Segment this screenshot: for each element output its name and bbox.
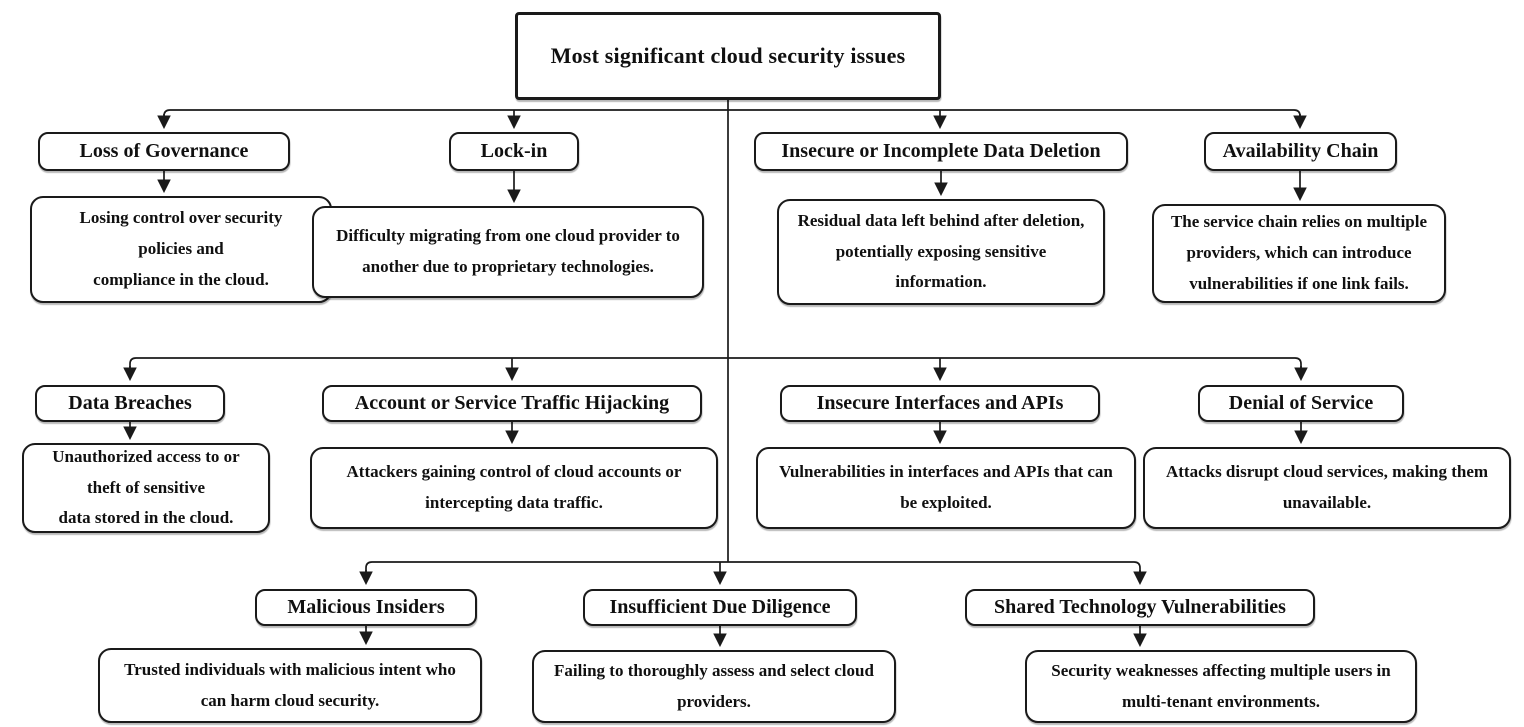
node-lock-in: Lock-in — [449, 132, 579, 171]
node-denial-of-service-desc: Attacks disrupt cloud services, making t… — [1143, 447, 1511, 529]
node-data-breaches-desc: Unauthorized access to or theft of sensi… — [22, 443, 270, 533]
node-availability-chain-desc: The service chain relies on multiple pro… — [1152, 204, 1446, 303]
node-insufficient-due-diligence-desc: Failing to thoroughly assess and select … — [532, 650, 896, 723]
node-malicious-insiders: Malicious Insiders — [255, 589, 477, 626]
node-insecure-interfaces-and-apis-desc: Vulnerabilities in interfaces and APIs t… — [756, 447, 1136, 529]
node-insufficient-due-diligence: Insufficient Due Diligence — [583, 589, 857, 626]
node-account-or-service-traffic-hijacking-desc: Attackers gaining control of cloud accou… — [310, 447, 718, 529]
node-availability-chain: Availability Chain — [1204, 132, 1397, 171]
node-malicious-insiders-desc: Trusted individuals with malicious inten… — [98, 648, 482, 723]
node-root-title: Most significant cloud security issues — [515, 12, 941, 100]
node-insecure-or-incomplete-data-deletion-desc: Residual data left behind after deletion… — [777, 199, 1105, 305]
node-denial-of-service: Denial of Service — [1198, 385, 1404, 422]
node-shared-technology-vulnerabilities: Shared Technology Vulnerabilities — [965, 589, 1315, 626]
node-account-or-service-traffic-hijacking: Account or Service Traffic Hijacking — [322, 385, 702, 422]
node-insecure-interfaces-and-apis: Insecure Interfaces and APIs — [780, 385, 1100, 422]
node-insecure-or-incomplete-data-deletion: Insecure or Incomplete Data Deletion — [754, 132, 1128, 171]
node-shared-technology-vulnerabilities-desc: Security weaknesses affecting multiple u… — [1025, 650, 1417, 723]
node-loss-of-governance: Loss of Governance — [38, 132, 290, 171]
node-lock-in-desc: Difficulty migrating from one cloud prov… — [312, 206, 704, 298]
node-loss-of-governance-desc: Losing control over security policies an… — [30, 196, 332, 303]
node-data-breaches: Data Breaches — [35, 385, 225, 422]
